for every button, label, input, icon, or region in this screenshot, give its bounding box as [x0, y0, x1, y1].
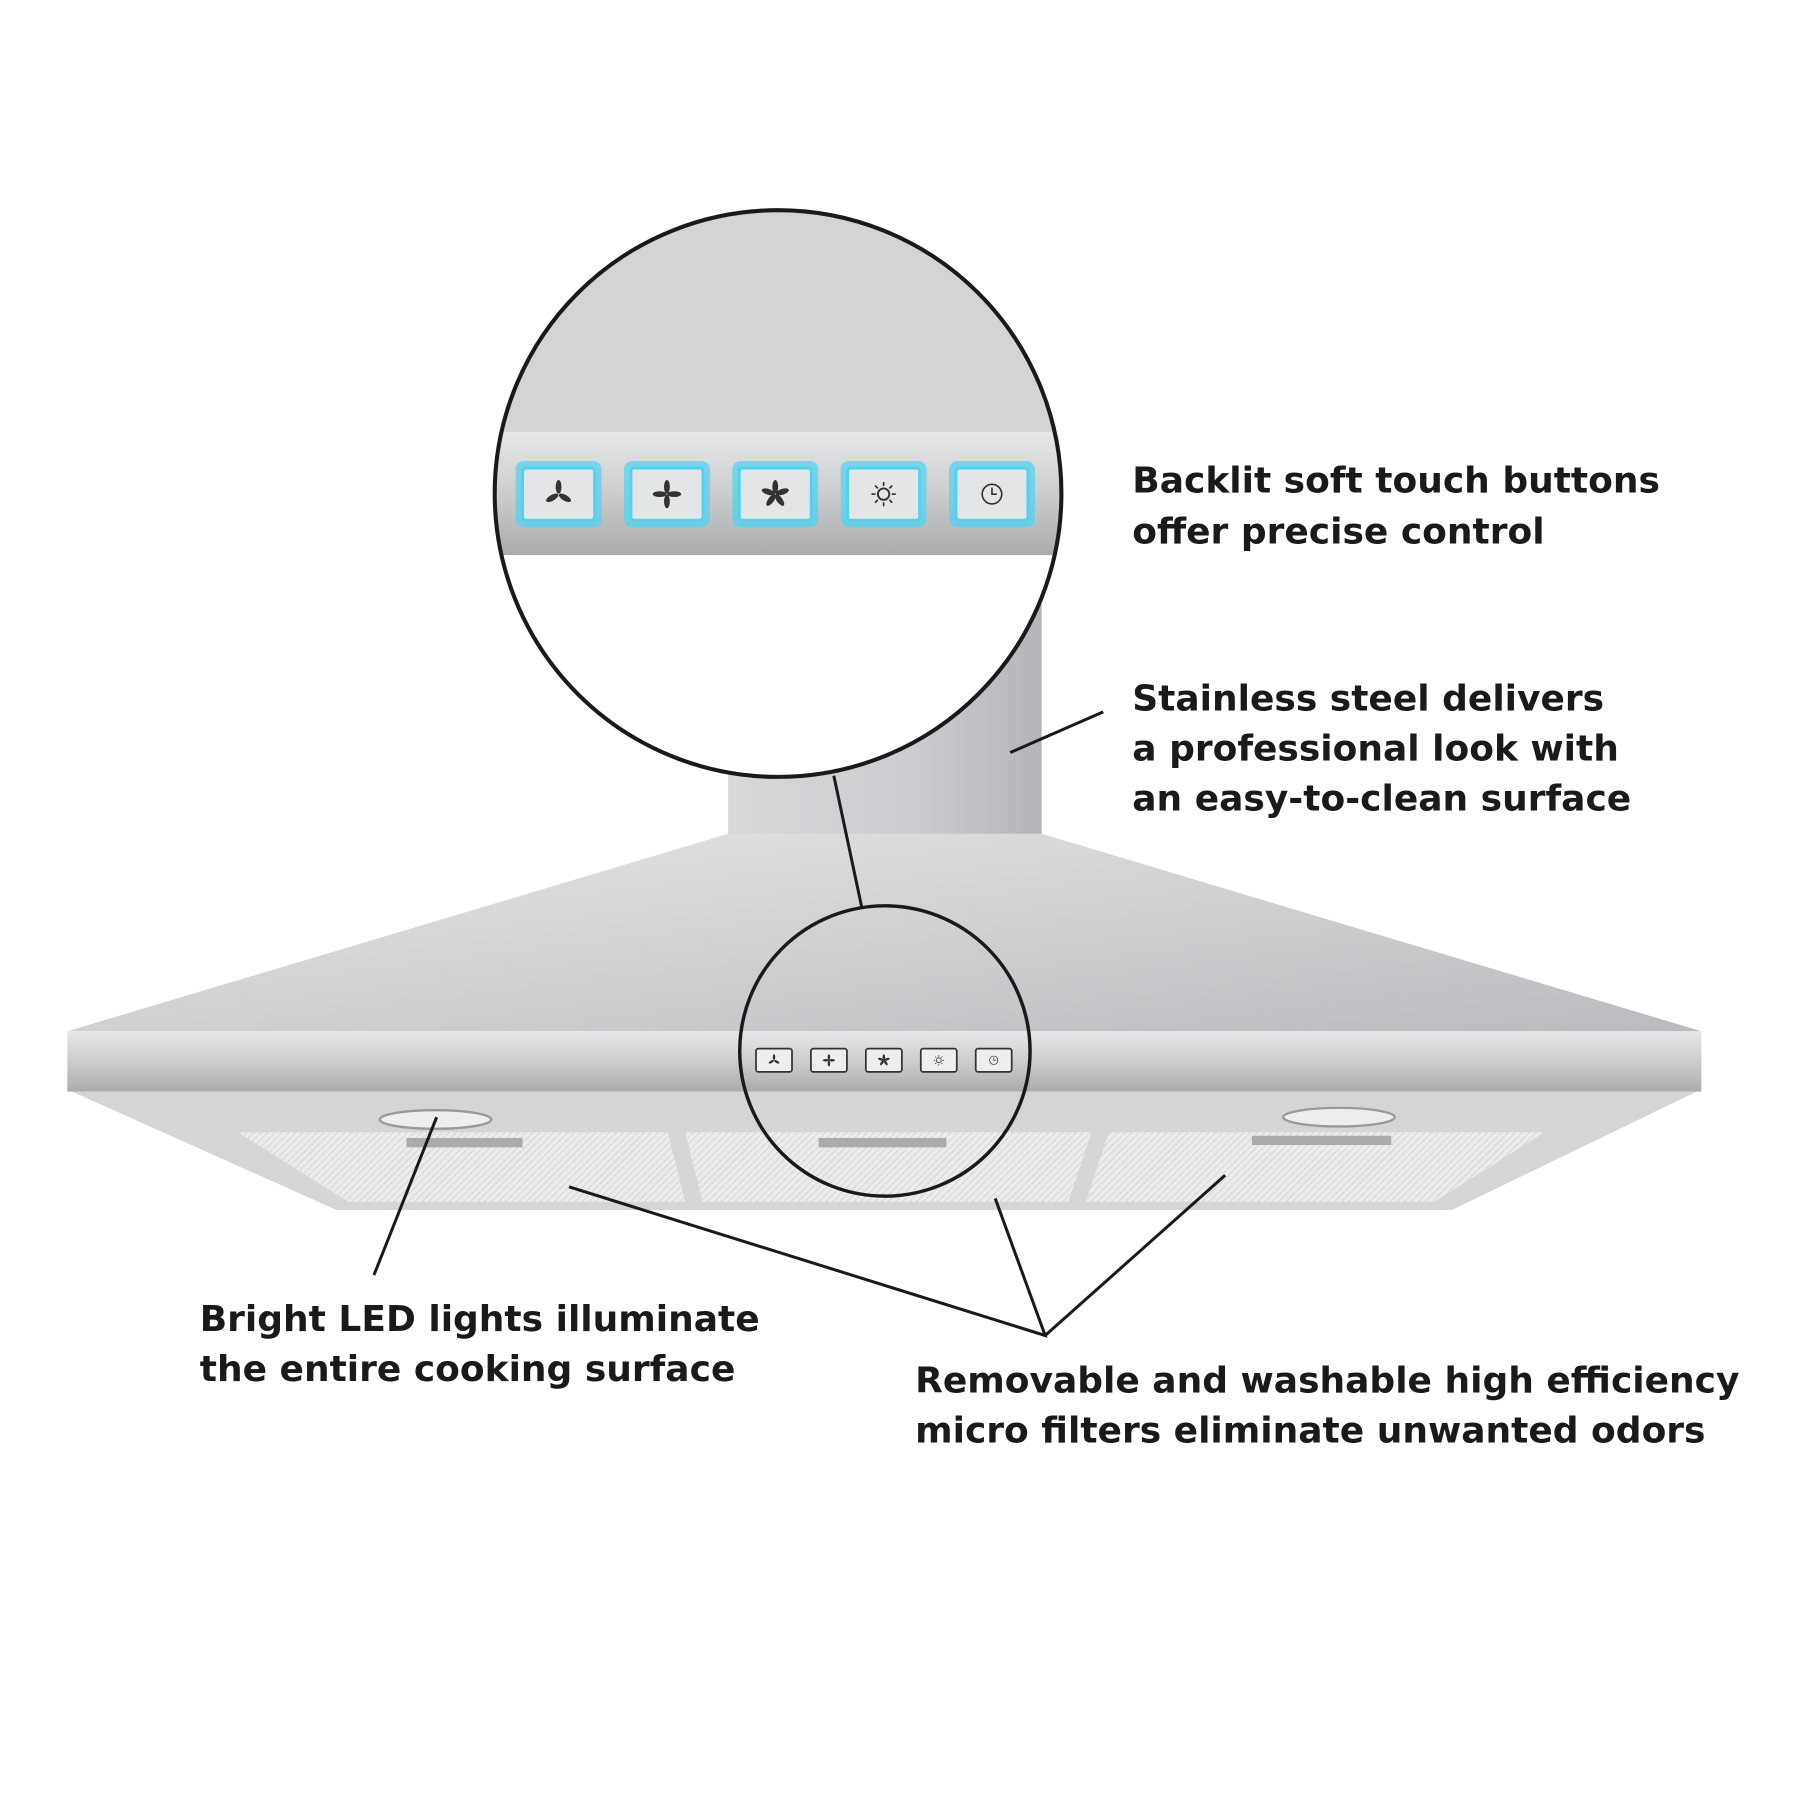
control-button-fan-high[interactable] — [732, 461, 819, 528]
hood-control-panel — [755, 1047, 1013, 1073]
filter-handle — [406, 1138, 523, 1148]
hood-button-light[interactable] — [919, 1047, 958, 1073]
callout-lights: Bright LED lights illuminate the entire … — [200, 1299, 772, 1390]
leader-line-buttons — [832, 775, 864, 908]
fan-high-icon — [761, 479, 789, 506]
led-light-right — [1282, 1106, 1396, 1128]
hood-button-fan-high[interactable] — [864, 1047, 903, 1073]
hood-button-timer[interactable] — [974, 1047, 1013, 1073]
filter-left — [238, 1132, 686, 1202]
control-button-timer[interactable] — [949, 461, 1035, 528]
hood-button-fan-low[interactable] — [755, 1047, 793, 1073]
leader-line-lights — [372, 1116, 439, 1276]
filter-handle — [818, 1138, 947, 1148]
light-icon — [871, 481, 896, 507]
fan-high-icon — [878, 1054, 890, 1066]
leader-line-steel — [1009, 710, 1104, 754]
filter-handle — [1251, 1135, 1392, 1146]
fan-low-icon — [768, 1054, 780, 1064]
detail-circle-small — [738, 904, 1032, 1198]
hood-canopy — [67, 833, 1702, 1032]
timer-icon — [989, 1055, 999, 1065]
fan-medium-icon — [652, 479, 682, 509]
filter-right — [1085, 1132, 1545, 1202]
zoom-detail — [494, 210, 1062, 777]
light-icon — [933, 1055, 945, 1066]
control-button-fan-medium[interactable] — [623, 461, 710, 528]
fan-medium-icon — [822, 1054, 835, 1067]
detail-circle-large — [492, 208, 1064, 779]
control-button-light[interactable] — [840, 461, 927, 528]
hood-button-fan-medium[interactable] — [810, 1047, 848, 1073]
callout-steel: Stainless steel delivers a professional … — [1132, 679, 1631, 820]
timer-icon — [981, 483, 1003, 505]
callout-filters: Removable and washable high efficiency m… — [915, 1360, 1752, 1451]
control-button-fan-low[interactable] — [515, 461, 602, 528]
fan-low-icon — [546, 479, 572, 503]
callout-buttons: Backlit soft touch buttons offer precise… — [1132, 460, 1672, 552]
leader-line-filters — [1044, 1174, 1227, 1337]
